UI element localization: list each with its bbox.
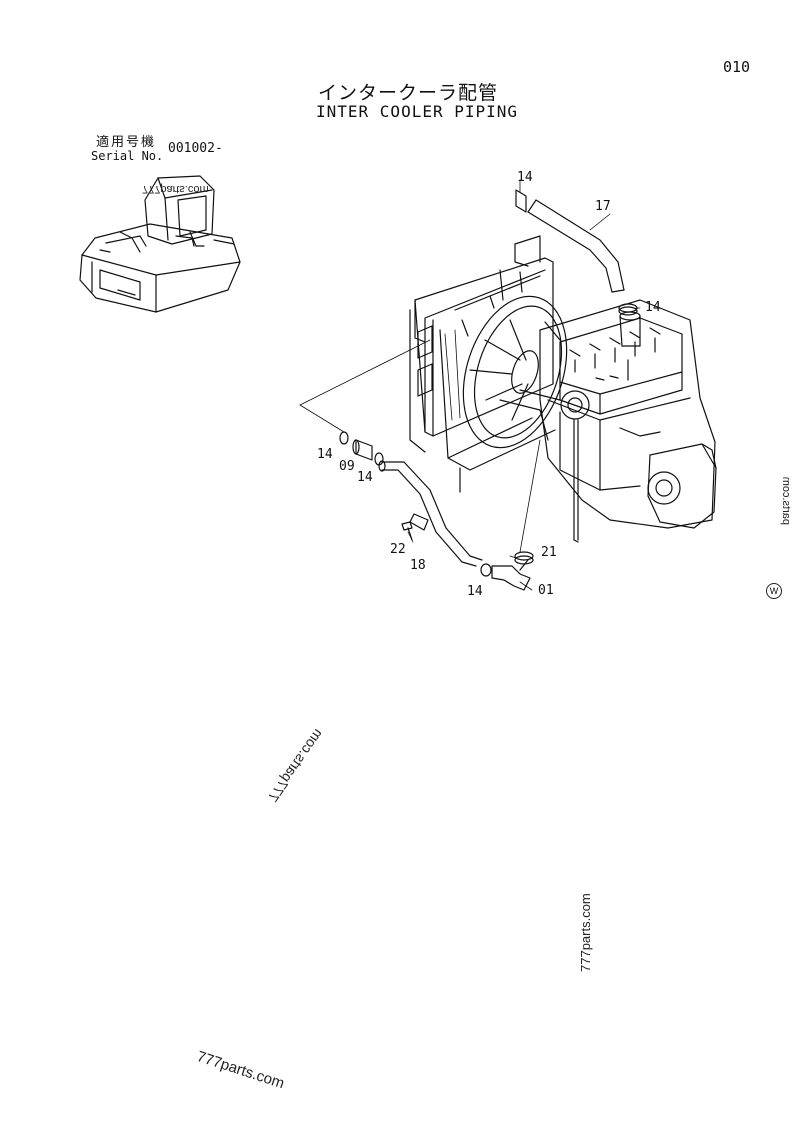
callout-01: 01 xyxy=(538,583,554,598)
radiator-illustration xyxy=(409,235,556,493)
page-title-english: INTER COOLER PIPING xyxy=(316,102,519,121)
callout-21: 21 xyxy=(541,545,557,560)
callout-14-top: 14 xyxy=(517,170,533,185)
callout-17: 17 xyxy=(595,199,611,214)
callout-14-middle: 14 xyxy=(357,470,373,485)
watermark-5: parts.com xyxy=(780,476,792,525)
pipe-18 xyxy=(378,460,483,567)
engine-illustration xyxy=(499,299,717,543)
page-title-japanese: インタークーラ配管 xyxy=(318,82,499,104)
callout-18: 18 xyxy=(410,558,426,573)
clamp-14-top xyxy=(515,189,527,213)
callout-14-left: 14 xyxy=(317,447,333,462)
callout-14-right: 14 xyxy=(645,300,661,315)
hose-17 xyxy=(527,199,625,293)
callout-22: 22 xyxy=(390,542,406,557)
serial-label-english: Serial No. xyxy=(91,149,164,163)
watermark-3: 777parts.com xyxy=(578,893,593,972)
serial-number-value: 001002- xyxy=(168,141,223,156)
serial-label-japanese: 適用号機 xyxy=(96,135,157,150)
elbow-01 xyxy=(480,551,534,591)
watermark-1: 777parts.com xyxy=(142,183,209,195)
fan-illustration xyxy=(462,295,568,449)
callout-14-bottom: 14 xyxy=(467,584,483,599)
callout-09: 09 xyxy=(339,459,355,474)
circled-w-mark: W xyxy=(766,583,782,599)
excavator-illustration xyxy=(79,175,241,313)
page-number: 010 xyxy=(723,58,751,76)
clamp-14-right xyxy=(618,303,638,316)
leader-lines xyxy=(299,179,641,591)
